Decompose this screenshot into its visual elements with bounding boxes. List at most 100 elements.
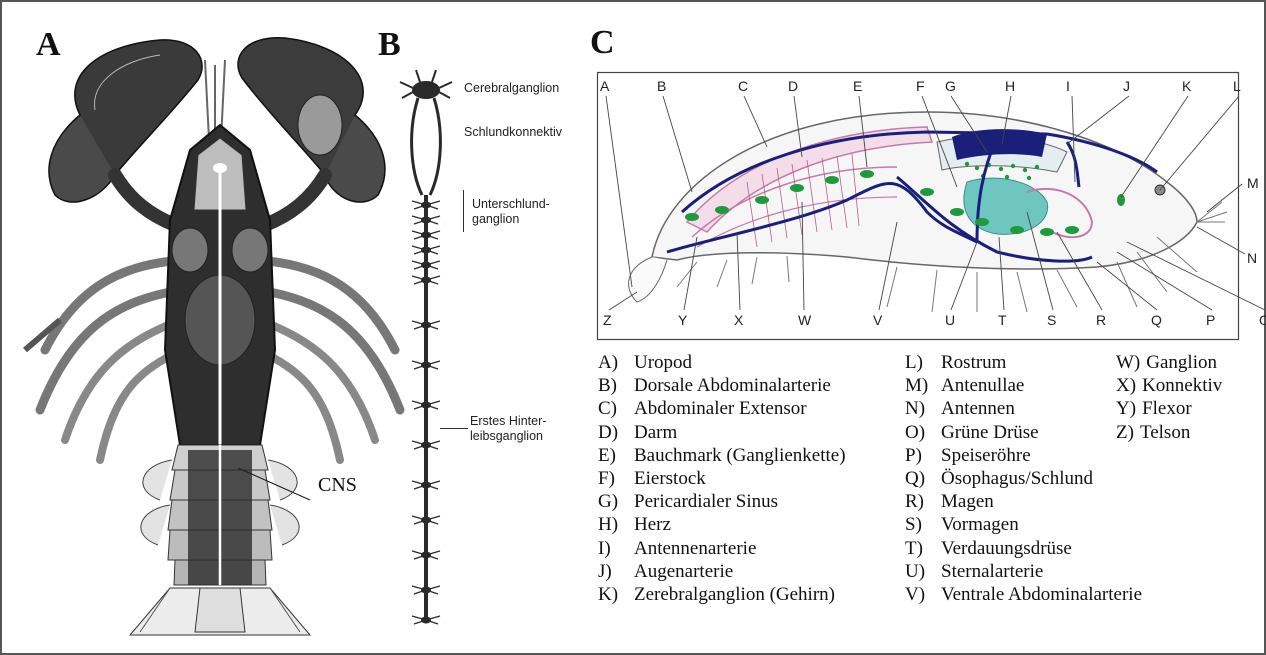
- ganglion-node: [412, 481, 440, 489]
- legend-key: B): [598, 374, 634, 397]
- legend-text: Verdauungsdrüse: [941, 538, 1072, 559]
- legend-column-1: A)UropodB)Dorsale AbdominalarterieC)Abdo…: [598, 351, 846, 606]
- legend-key: V): [905, 583, 941, 606]
- ganglion-node: [412, 401, 440, 409]
- legend-item: X) Konnektiv: [1116, 374, 1222, 397]
- ganglion-node: [412, 516, 440, 524]
- ganglion-node: [412, 551, 440, 559]
- legend-key: Y): [1116, 397, 1136, 420]
- diagram-label-s: S: [1047, 312, 1056, 328]
- legend-text: Abdominaler Extensor: [634, 398, 807, 419]
- unterschlundganglion-bracket: [463, 190, 469, 232]
- legend-text: Dorsale Abdominalarterie: [634, 375, 831, 396]
- ganglion-node: [412, 276, 440, 284]
- crayfish-dorsal-illustration: [20, 20, 420, 645]
- ganglion-mark: [950, 208, 964, 216]
- ganglion-node: [412, 201, 440, 209]
- diagram-label-a: A: [600, 78, 609, 94]
- ganglion-mark: [755, 196, 769, 204]
- erstes-hinterleibsganglion-label-2: leibsganglion: [470, 429, 543, 443]
- ganglia-chain: [398, 60, 458, 640]
- legend-text: Antenullae: [941, 375, 1024, 396]
- legend-item: J)Augenarterie: [598, 560, 846, 583]
- erstes-hinterleibsganglion-pointer: [440, 428, 468, 429]
- legend-text: Bauchmark (Ganglienkette): [634, 445, 846, 466]
- diagram-label-l: L: [1233, 78, 1241, 94]
- legend-text: Vormagen: [941, 514, 1019, 535]
- diagram-label-d: D: [788, 78, 798, 94]
- erstes-hinterleibsganglion-label-1: Erstes Hinter-: [470, 414, 546, 428]
- legend-text: Sternalarterie: [941, 561, 1043, 582]
- unterschlundganglion-label-1: Unterschlund-: [472, 197, 550, 211]
- legend-item: B)Dorsale Abdominalarterie: [598, 374, 846, 397]
- legend-key: J): [598, 560, 634, 583]
- legend-item: L)Rostrum: [905, 351, 1142, 374]
- legend-text: Speiseröhre: [941, 445, 1031, 466]
- legend-item: I)Antennenarterie: [598, 537, 846, 560]
- legend-text: Telson: [1140, 422, 1190, 443]
- ganglion-mark: [715, 206, 729, 214]
- legend-item: K)Zerebralganglion (Gehirn): [598, 583, 846, 606]
- legend-item: M)Antenullae: [905, 374, 1142, 397]
- legend-text: Augenarterie: [634, 561, 733, 582]
- ganglion-mark: [860, 170, 874, 178]
- ganglion-node: [412, 361, 440, 369]
- legend-item: D)Darm: [598, 421, 846, 444]
- legend-key: O): [905, 421, 941, 444]
- legend-key: I): [598, 537, 634, 560]
- diagram-label-e: E: [853, 78, 862, 94]
- diagram-label-k: K: [1182, 78, 1191, 94]
- diagram-label-x: X: [734, 312, 743, 328]
- ganglion-node: [412, 216, 440, 224]
- legend-key: X): [1116, 374, 1136, 397]
- unterschlundganglion-label-2: ganglion: [472, 212, 519, 226]
- legend-key: U): [905, 560, 941, 583]
- legend-key: D): [598, 421, 634, 444]
- ganglion-mark: [1040, 228, 1054, 236]
- legend-key: G): [598, 490, 634, 513]
- diagram-label-t: T: [998, 312, 1007, 328]
- legend-text: Pericardialer Sinus: [634, 491, 778, 512]
- crayfish-section-diagram: [597, 72, 1239, 340]
- diagram-label-z: Z: [603, 312, 612, 328]
- legend-column-2: L)RostrumM)AntenullaeN)AntennenO)Grüne D…: [905, 351, 1142, 606]
- legend-item: A)Uropod: [598, 351, 846, 374]
- legend-key: C): [598, 397, 634, 420]
- diagram-label-v: V: [873, 312, 882, 328]
- panel-b-letter: B: [378, 26, 401, 64]
- panel-c-letter: C: [590, 24, 615, 62]
- legend-text: Ganglion: [1146, 352, 1217, 373]
- legend-item: H)Herz: [598, 513, 846, 536]
- cns-label: CNS: [318, 474, 357, 497]
- diagram-label-b: B: [657, 78, 666, 94]
- diagram-label-y: Y: [678, 312, 687, 328]
- ganglion-node: [412, 616, 440, 624]
- ganglion-node: [412, 321, 440, 329]
- legend-key: W): [1116, 351, 1140, 374]
- ganglion-node: [412, 586, 440, 594]
- legend-text: Uropod: [634, 352, 692, 373]
- legend-text: Ventrale Abdominalarterie: [941, 584, 1142, 605]
- legend-key: F): [598, 467, 634, 490]
- legend-item: E)Bauchmark (Ganglienkette): [598, 444, 846, 467]
- ganglion-node: [412, 441, 440, 449]
- diagram-label-c: C: [738, 78, 748, 94]
- legend-text: Konnektiv: [1142, 375, 1222, 396]
- legend-text: Darm: [634, 422, 677, 443]
- legend-item: O)Grüne Drüse: [905, 421, 1142, 444]
- legend-item: P)Speiseröhre: [905, 444, 1142, 467]
- diagram-label-i: I: [1066, 78, 1070, 94]
- diagram-label-p: P: [1206, 312, 1215, 328]
- legend-item: Z) Telson: [1116, 421, 1222, 444]
- schlundkonnektiv-label: Schlundkonnektiv: [464, 125, 562, 139]
- legend-text: Ösophagus/Schlund: [941, 468, 1093, 489]
- legend-item: Q)Ösophagus/Schlund: [905, 467, 1142, 490]
- legend-text: Antennenarterie: [634, 538, 756, 559]
- legend-text: Zerebralganglion (Gehirn): [634, 584, 835, 605]
- legend-key: Z): [1116, 421, 1134, 444]
- diagram-label-w: W: [798, 312, 811, 328]
- legend-item: R)Magen: [905, 490, 1142, 513]
- legend-key: N): [905, 397, 941, 420]
- legend-text: Magen: [941, 491, 994, 512]
